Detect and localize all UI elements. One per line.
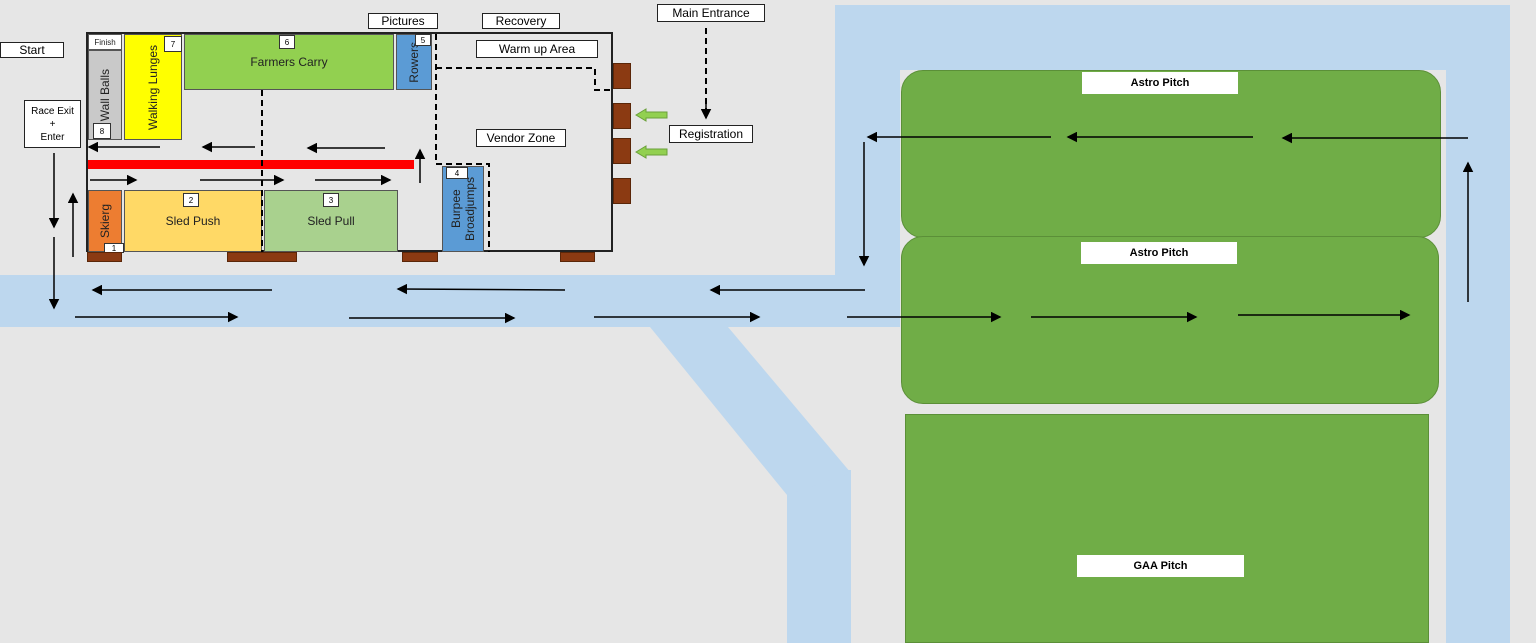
station-number-8: 8 <box>93 123 111 139</box>
station-number-6: 6 <box>279 35 295 49</box>
door <box>227 252 297 262</box>
road-top-right-section <box>835 5 1510 70</box>
road-right-of-pitches <box>1446 5 1510 643</box>
warm-up-area-label: Warm up Area <box>476 40 598 58</box>
astro-pitch-1 <box>901 70 1441 238</box>
station-number-2: 2 <box>183 193 199 207</box>
door <box>402 252 438 262</box>
finish-label: Finish <box>94 37 116 47</box>
astro-pitch-2 <box>901 236 1439 404</box>
sled-pull-label: Sled Pull <box>307 214 355 228</box>
warm-up-boundary <box>436 67 613 91</box>
main-entrance-label: Main Entrance <box>657 4 765 22</box>
rowers-station: Rowers <box>396 34 432 90</box>
pictures-label: Pictures <box>368 13 438 29</box>
race-exit-enter-label: Race Exit + Enter <box>24 100 81 148</box>
door <box>87 252 122 262</box>
door <box>560 252 595 262</box>
burpee-broadjumps-station: Burpee Broadjumps <box>442 166 484 252</box>
start-label: Start <box>0 42 64 58</box>
road-lower-vertical <box>787 470 851 643</box>
door <box>613 178 631 204</box>
astro-pitch-1-label: Astro Pitch <box>1082 72 1238 94</box>
station-number-5: 5 <box>415 34 431 46</box>
entry-arrows <box>635 108 668 159</box>
station-number-4: 4 <box>446 167 468 179</box>
door <box>613 103 631 129</box>
station-number-7: 7 <box>164 36 182 52</box>
finish-box: Finish <box>88 34 122 50</box>
door <box>613 138 631 164</box>
red-barrier <box>88 160 414 169</box>
vendor-zone-label: Vendor Zone <box>476 129 566 147</box>
farmers-carry-label: Farmers Carry <box>250 55 328 69</box>
road-left-of-pitches <box>835 5 900 327</box>
route-arrow <box>396 283 566 295</box>
station-number-3: 3 <box>323 193 339 207</box>
gaa-pitch-label: GAA Pitch <box>1077 555 1244 577</box>
door <box>613 63 631 89</box>
astro-pitch-2-label: Astro Pitch <box>1081 242 1237 264</box>
recovery-label: Recovery <box>482 13 560 29</box>
registration-label: Registration <box>669 125 753 143</box>
sled-push-label: Sled Push <box>165 214 221 228</box>
gaa-pitch <box>905 414 1429 643</box>
vendor-zone-boundary <box>436 163 490 252</box>
